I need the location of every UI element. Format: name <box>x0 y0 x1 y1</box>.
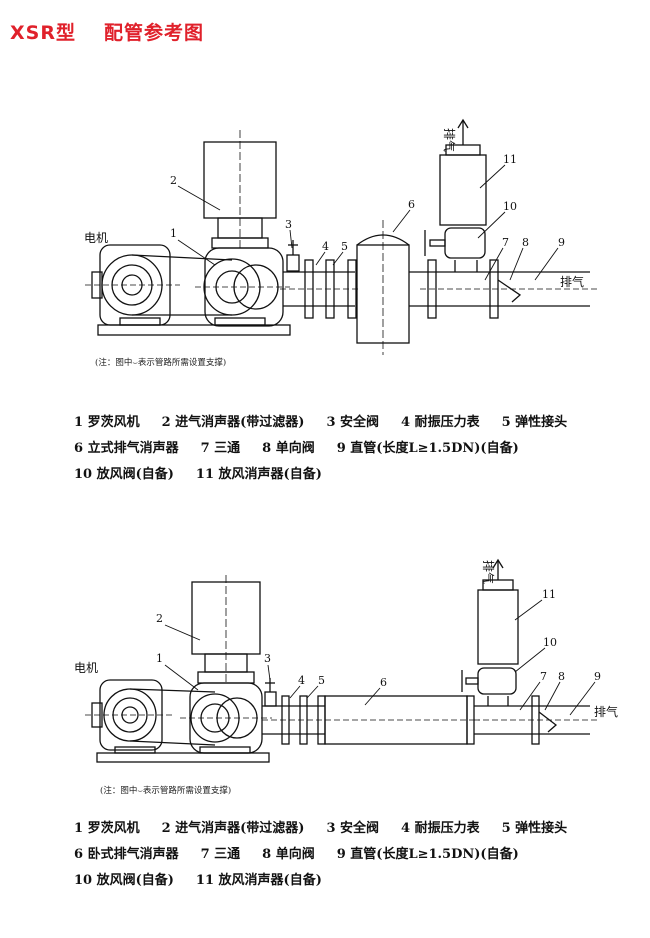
piping-diagram-horizontal: 1 2 3 4 5 6 7 8 9 10 11 电机 排气 排气 (注：图中⌣表… <box>74 558 618 796</box>
legend-item: 1 罗茨风机 <box>74 821 140 836</box>
callout-leaders <box>164 599 596 716</box>
legend-item: 2 进气消声器(带过滤器) <box>161 821 305 836</box>
legend-item: 8 单向阀 <box>262 441 315 456</box>
blow-off-assembly <box>424 118 487 272</box>
exhaust-label: 排气 <box>560 274 584 289</box>
legend-item: 4 耐振压力表 <box>401 415 480 430</box>
motor-label: 电机 <box>74 661 98 675</box>
belt-drive <box>129 688 216 746</box>
legend-item: 10 放风阀(自备) <box>74 873 174 888</box>
callout-7: 7 <box>540 670 547 683</box>
discharge-pipe <box>262 695 480 745</box>
legend-row: 6 立式排气消声器 7 三通 8 单向阀 9 直管(长度L≥1.5DN)(自备) <box>74 436 589 462</box>
title-label: 配管参考图 <box>103 22 204 44</box>
safety-valve <box>286 240 300 272</box>
roots-blower <box>195 247 290 327</box>
legend-row: 10 放风阀(自备) 11 放风消声器(自备) <box>74 868 589 894</box>
model-label: XSR型 <box>10 22 76 44</box>
legend-item: 6 卧式排气消声器 <box>74 847 179 862</box>
support-note: (注：图中⌣表示管路所需设置支撑) <box>95 357 226 368</box>
legend-item: 10 放风阀(自备) <box>74 467 174 482</box>
callout-3: 3 <box>264 652 271 665</box>
callout-6: 6 <box>380 676 387 689</box>
inlet-silencer <box>191 575 261 685</box>
legend-item: 5 弹性接头 <box>501 415 568 430</box>
support-note: (注：图中⌣表示管路所需设置支撑) <box>100 785 231 796</box>
legend-row: 1 罗茨风机 2 进气消声器(带过滤器) 3 安全阀 4 耐振压力表 5 弹性接头 <box>74 410 589 436</box>
callout-1: 1 <box>170 227 177 240</box>
inlet-silencer <box>203 130 277 250</box>
callout-9: 9 <box>594 670 601 683</box>
callout-11: 11 <box>503 153 517 166</box>
callout-4: 4 <box>322 240 329 253</box>
discharge-pipe <box>280 259 360 319</box>
callout-5: 5 <box>318 674 325 687</box>
blow-off-assembly <box>461 558 519 706</box>
exhaust-top-label: 排气 <box>442 128 457 152</box>
callout-10: 10 <box>503 200 517 213</box>
callout-8: 8 <box>558 670 565 683</box>
legend-item: 5 弹性接头 <box>501 821 568 836</box>
belt-drive <box>131 254 233 316</box>
motor-label: 电机 <box>84 231 108 245</box>
exhaust-top-label: 排气 <box>481 560 496 584</box>
callout-numbers: 1 2 3 4 5 6 7 8 9 10 11 电机 排气 排气 (注：图中⌣表… <box>74 560 618 796</box>
legend-row: 1 罗茨风机 2 进气消声器(带过滤器) 3 安全阀 4 耐振压力表 5 弹性接头 <box>74 816 589 842</box>
legend-item: 4 耐振压力表 <box>401 821 480 836</box>
vertical-exhaust-silencer <box>356 220 410 355</box>
legend-item: 11 放风消声器(自备) <box>195 467 322 482</box>
legend-2: 1 罗茨风机 2 进气消声器(带过滤器) 3 安全阀 4 耐振压力表 5 弹性接头 6 … <box>74 816 589 894</box>
legend-item: 11 放风消声器(自备) <box>195 873 322 888</box>
callout-leaders <box>177 164 559 281</box>
piping-diagram-vertical: 1 2 3 4 5 6 7 8 9 10 11 电机 排气 排气 (注：图中⌣表… <box>84 118 600 368</box>
callout-5: 5 <box>341 240 348 253</box>
callout-8: 8 <box>522 236 529 249</box>
callout-1: 1 <box>156 652 163 665</box>
legend-item: 3 安全阀 <box>326 821 380 836</box>
outlet-pipe <box>474 695 600 745</box>
callout-7: 7 <box>502 236 509 249</box>
base-frame <box>97 317 291 336</box>
roots-blower <box>180 682 272 754</box>
outlet-pipe <box>409 259 600 319</box>
legend-item: 9 直管(长度L≥1.5DN)(自备) <box>336 441 519 456</box>
base-frame <box>96 746 270 763</box>
legend-row: 10 放风阀(自备) 11 放风消声器(自备) <box>74 462 589 488</box>
legend-item: 7 三通 <box>200 441 241 456</box>
exhaust-label: 排气 <box>594 704 618 719</box>
callout-10: 10 <box>543 636 557 649</box>
callout-11: 11 <box>542 588 556 601</box>
callout-9: 9 <box>558 236 565 249</box>
callout-2: 2 <box>170 174 177 187</box>
callout-3: 3 <box>285 218 292 231</box>
page-title: XSR型 配管参考图 <box>10 18 204 45</box>
callout-4: 4 <box>298 674 305 687</box>
safety-valve <box>264 678 277 707</box>
legend-row: 6 卧式排气消声器 7 三通 8 单向阀 9 直管(长度L≥1.5DN)(自备) <box>74 842 589 868</box>
legend-item: 3 安全阀 <box>326 415 380 430</box>
legend-1: 1 罗茨风机 2 进气消声器(带过滤器) 3 安全阀 4 耐振压力表 5 弹性接头 6 … <box>74 410 589 488</box>
callout-6: 6 <box>408 198 415 211</box>
legend-item: 1 罗茨风机 <box>74 415 140 430</box>
legend-item: 2 进气消声器(带过滤器) <box>161 415 305 430</box>
legend-item: 7 三通 <box>200 847 241 862</box>
callout-numbers: 1 2 3 4 5 6 7 8 9 10 11 电机 排气 排气 (注：图中⌣表… <box>84 128 584 368</box>
legend-item: 8 单向阀 <box>262 847 315 862</box>
callout-2: 2 <box>156 612 163 625</box>
legend-item: 6 立式排气消声器 <box>74 441 179 456</box>
legend-item: 9 直管(长度L≥1.5DN)(自备) <box>336 847 519 862</box>
